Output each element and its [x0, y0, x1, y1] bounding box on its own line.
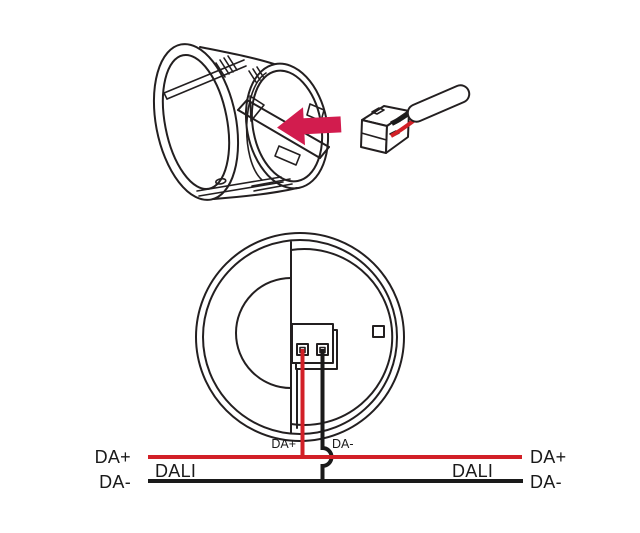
sensor-outer-ring — [195, 232, 405, 442]
housing-cutout-bottom — [274, 145, 301, 166]
sensor-back-view: DA+ DA- — [195, 232, 405, 480]
sensor-lens-arc — [235, 277, 292, 389]
wire-label-da-plus: DA+ — [271, 437, 296, 451]
dali-bus: DA+ DA- DALI DALI DA+ DA- — [95, 447, 567, 492]
bus-right-da-minus-label: DA- — [530, 472, 562, 492]
sensor-side-tab — [372, 325, 385, 338]
bus-right-dali-label: DALI — [452, 461, 493, 481]
insert-arrow-icon — [277, 107, 342, 146]
wire-label-da-minus: DA- — [332, 437, 354, 451]
sensor-inner-ring — [202, 239, 398, 435]
bus-left-da-minus-label: DA- — [99, 472, 131, 492]
connector-plug-illustration — [360, 84, 471, 154]
sensor-body-arc — [290, 248, 394, 426]
cable-sleeve — [406, 84, 471, 123]
terminal-block — [291, 323, 338, 370]
bus-right-da-plus-label: DA+ — [530, 447, 566, 467]
housing-flange — [152, 43, 240, 201]
housing-top-edge — [199, 46, 275, 65]
bus-left-da-plus-label: DA+ — [95, 447, 131, 467]
bus-left-dali-label: DALI — [155, 461, 196, 481]
spring-clip-bottom — [196, 176, 293, 197]
spring-clip-top — [163, 55, 265, 100]
flange-screw-hole — [215, 177, 227, 185]
plug-latch — [371, 107, 385, 115]
mounting-housing-illustration — [152, 43, 471, 201]
housing-bottom-edge — [213, 187, 298, 200]
housing-cutout-top — [249, 95, 265, 122]
